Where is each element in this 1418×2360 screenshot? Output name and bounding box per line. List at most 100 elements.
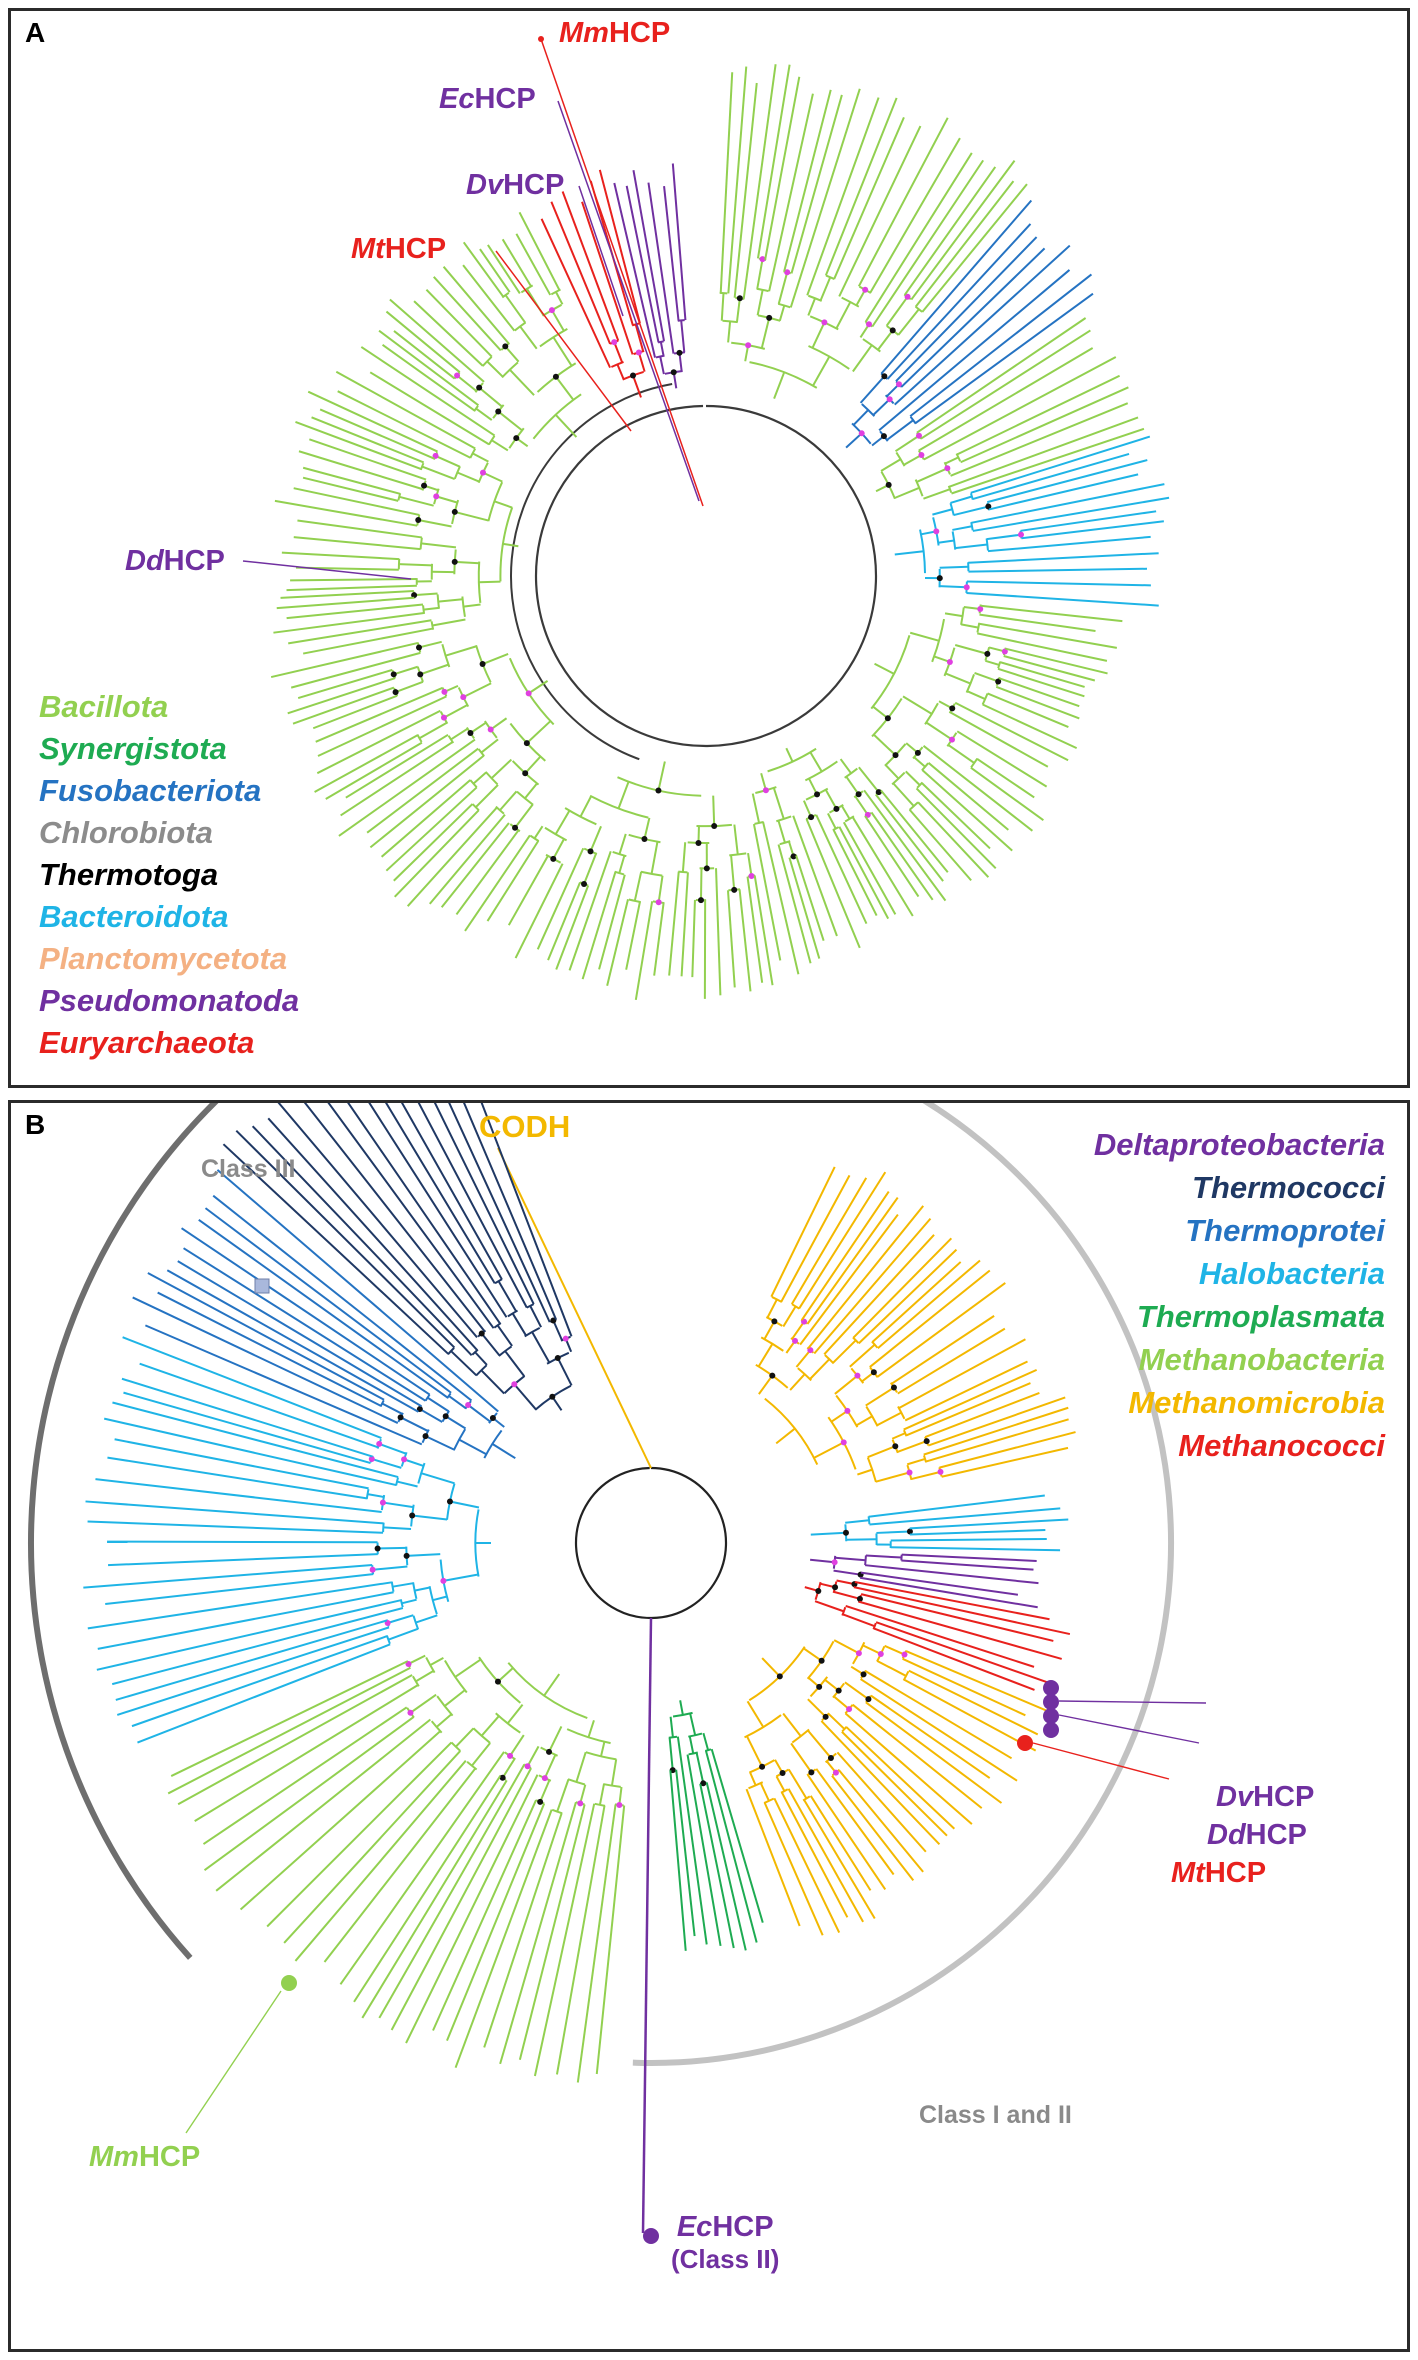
branch-a-9-l-r-l-stem (475, 407, 493, 421)
branch-b-9-r-l-r-l-tip (417, 1103, 528, 1309)
callout-ec-hcp-b: EcHCP (Class II) (671, 2211, 779, 2275)
branch-a-5-l-r-l-r-stem (827, 812, 837, 830)
branch-a-7-l-l-r-r-r-tip (380, 779, 471, 858)
branch-a-3-r-r-r-tip (966, 592, 1159, 607)
branch-b-6-r-r-l-r-l-tip (203, 1716, 415, 1872)
branch-a-8-l-l-l-r-tip (288, 619, 432, 645)
class-i-ii-arc (632, 1103, 1174, 2066)
branch-a-0-l-r-r-arc (777, 302, 791, 309)
branch-b-8-r-l-l-l-tip (198, 1218, 449, 1399)
branch-a-7-l-r-r-stem (469, 721, 487, 734)
branch-b-6-r-l-l-r-tip (339, 1751, 505, 1985)
branch-b-8-l-r-r-r-tip (181, 1227, 431, 1396)
branch-b-6-l-r-r-l-tip (390, 1767, 532, 2031)
branch-a-9-r-l-arc (501, 361, 519, 379)
branch-a-6-r-r-l-r-tip (536, 847, 585, 950)
branch-a-0-l-r-l-l-l-tip (756, 64, 791, 259)
branch-a-6-r-l-node (641, 836, 648, 843)
branch-b-7-l-l-stem (432, 1595, 448, 1602)
branch-b-4-r-r-l-r-l-tip (787, 1788, 864, 1923)
branch-b-9-r-l-l-r-l-tip (385, 1103, 496, 1284)
branch-b-8-l-r-r-stem (427, 1396, 450, 1413)
branch-a-3-l-r-r-l-stem (986, 533, 1022, 541)
branch-a-5-l-r-l-node (833, 805, 840, 812)
branch-b-5-r-stem (669, 1716, 674, 1738)
branch-b-1-l-l-tip (868, 1494, 1045, 1518)
branch-a-5-l-r-l-l-l-tip (851, 816, 914, 917)
branch-a-8-l-l-r-stem (438, 598, 463, 603)
branch-a-7-r-l-stem (462, 682, 492, 699)
branch-a-9-l-r-l-r-tip (378, 329, 480, 407)
branch-a-3-l-r-r-r-tip (987, 535, 1151, 553)
branch-a-6-r-r-l-node (587, 848, 594, 855)
branch-b-4-l-l-l-node (877, 1650, 884, 1657)
branch-b-0-r-r-r-l-r-tip (925, 1418, 1069, 1463)
branch-b-6-l-l-l-l-l-tip (595, 1805, 626, 2075)
branch-a-10-l-arc (610, 361, 624, 368)
branch-a-7-r-stem (482, 653, 509, 665)
branch-b-3-l-r-node (856, 1595, 863, 1602)
branch-a-3-r-r-l-tip (966, 580, 1151, 587)
branch-b-4-l-l-r-r-tip (860, 1678, 1018, 1782)
branch-b-0-l-l-stem (757, 1343, 774, 1368)
branch-a-6-r-l-l-r-stem (633, 871, 643, 902)
branch-a-0-r-l-node (821, 319, 828, 326)
branch-b-5-l-l-l-tip (710, 1748, 764, 1923)
branch-a-8-r-l-r-r-l-tip (298, 450, 424, 491)
branch-a-8-r-r-r-arc (469, 448, 477, 459)
branch-a-8-r-r-r-l-tip (337, 390, 471, 459)
legend-classes: Deltaproteobacteria Thermococci Thermopr… (1094, 1123, 1385, 1467)
branch-a-6-l-l-r-node (731, 886, 738, 893)
branch-b-4-r-r-l-l-r-tip (803, 1799, 876, 1919)
branch-a-0-l-r-r-stem (778, 305, 786, 321)
branch-a-3-l-l-stem (932, 508, 953, 516)
branch-a-0-l-l-stem (727, 321, 732, 343)
branch-a-7-l-l-l-r-r-tip (406, 806, 498, 907)
branch-b-6-l-r-r-stem (526, 1745, 540, 1767)
branch-b-4-l-r-r-l-l-tip (845, 1726, 956, 1830)
branch-a-10-r-stem (637, 352, 646, 372)
branch-b-6-r-r-r-l-l-tip (194, 1684, 419, 1823)
branch-a-5-r-r-r-tip (752, 823, 782, 961)
branch-a-0-r-l-stem (811, 322, 826, 349)
branch-a-6-r-l-stem (643, 817, 651, 840)
branch-a-8-r-r-r-stem (472, 452, 489, 463)
branch-b-1-node (842, 1529, 849, 1536)
branch-b-4-r-r-r-l-l-tip (773, 1797, 841, 1933)
branch-b-9-r-stem (556, 1357, 573, 1386)
callout-prefix: Dd (125, 545, 164, 577)
branch-a-8-r-r-l-r-l-tip (319, 408, 435, 460)
branch-a-2-l-l-l-tip (916, 317, 1087, 434)
callout-dv-hcp-b: DvHCP (1216, 1781, 1314, 1814)
branch-b-6-r-r-l-r-node (407, 1709, 414, 1716)
branch-a-7-r-l-r-node (441, 688, 448, 695)
branch-b-6-l-l-r-r-r-tip (454, 1809, 553, 2069)
branch-a-4-r-stem (872, 705, 889, 720)
branch-a-0-l-r-node (766, 314, 773, 321)
branch-b-4-l-l-node (855, 1650, 862, 1657)
branch-a-0-l-r-stem (760, 317, 771, 349)
branch-b-9-l-r-stem (504, 1350, 526, 1377)
branch-a-10-node (630, 372, 637, 379)
branch-a-7-l-r-l-stem (480, 738, 499, 754)
branch-b-4-r-l-l-r-l-tip (838, 1769, 924, 1873)
branch-a-8-r-r-l-r-stem (435, 454, 461, 468)
branch-a-4-r-l-stem (902, 695, 933, 715)
branch-a-5-l-l-stem (839, 758, 852, 774)
branch-a-7-l-r-r-node (467, 730, 474, 737)
branch-a-3-l-l-l-r-tip (972, 453, 1130, 501)
branch-b-5-l-r-l-node (700, 1780, 707, 1787)
branch-a-5-l-l-l-r-tip (874, 793, 944, 882)
branch-b-4-l-l-l-stem (862, 1644, 882, 1655)
branch-a-4-l-r-l-r-stem (985, 659, 1000, 666)
branch-a-5-l-r-l-r-r-tip (832, 829, 878, 916)
branch-a-2-r-l-l-arc (955, 453, 962, 462)
branch-a-5-l-l-r-r-stem (854, 795, 869, 816)
branch-b-0-r-r-r-r-node (937, 1468, 944, 1475)
branch-b-9-r-l-r-stem (529, 1305, 542, 1328)
callout-suffix: HCP (474, 83, 536, 115)
branch-b-8-l-l-l-tip (144, 1324, 423, 1446)
branch-a-4-l-r-r-stem (945, 672, 971, 685)
branch-a-9-l-r-r-l-stem (456, 374, 477, 392)
branch-a-7-r-l-l-l-l-tip (325, 741, 423, 800)
